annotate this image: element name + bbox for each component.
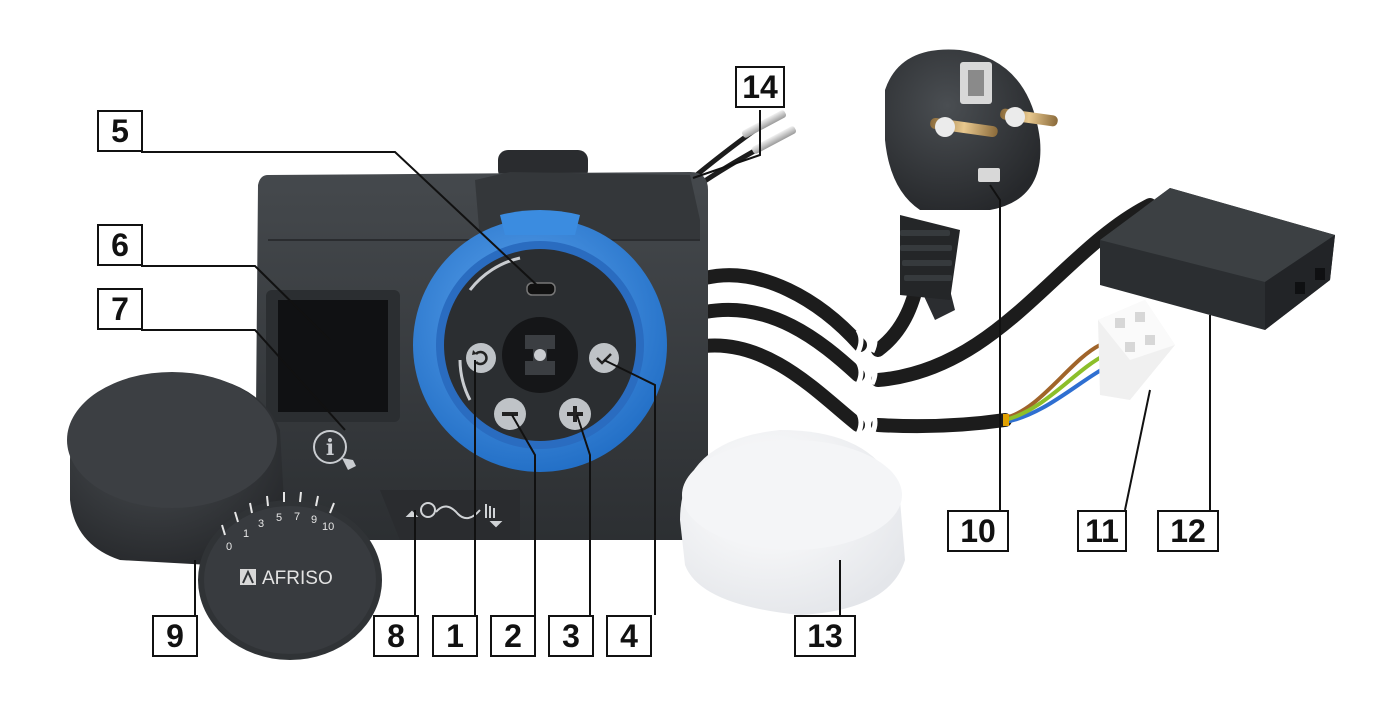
- svg-text:AFRISO: AFRISO: [262, 568, 333, 589]
- cable-mains-continued: [871, 413, 1012, 434]
- callout-14: 14: [735, 66, 785, 108]
- svg-text:0: 0: [226, 541, 232, 553]
- svg-text:10: 10: [322, 521, 334, 533]
- sensor-junction-box: [1100, 188, 1335, 330]
- svg-text:1: 1: [243, 528, 249, 540]
- svg-text:i: i: [326, 435, 334, 461]
- leader-lines: [141, 110, 1211, 615]
- callout-4: 4: [606, 615, 652, 657]
- cable-break-marks: [855, 328, 878, 436]
- control-ring: [413, 210, 667, 472]
- svg-text:3: 3: [258, 518, 264, 530]
- cable-mains: [698, 338, 865, 432]
- info-touch-icon: i: [313, 430, 356, 470]
- callout-1: 1: [432, 615, 478, 657]
- temperature-sensors: [741, 110, 797, 154]
- svg-text:5: 5: [276, 512, 282, 524]
- power-plug: [885, 49, 1058, 320]
- callout-8: 8: [373, 615, 419, 657]
- back-icon[interactable]: [466, 343, 496, 373]
- dial-scale: [221, 491, 335, 536]
- callout-13: 13: [794, 615, 856, 657]
- callout-11: 11: [1077, 510, 1127, 552]
- callout-2: 2: [490, 615, 536, 657]
- cable-sensor-box-continued: [871, 198, 1157, 387]
- callout-10: 10: [947, 510, 1009, 552]
- confirm-icon[interactable]: [589, 343, 619, 373]
- display-screen: [278, 300, 388, 412]
- cable-sensor-box: [698, 302, 865, 382]
- minus-icon[interactable]: [494, 398, 526, 430]
- auto-manual-mode-icon: [405, 502, 503, 528]
- callout-3: 3: [548, 615, 594, 657]
- callout-5: 5: [97, 110, 143, 152]
- cable-power: [698, 268, 867, 352]
- callout-12: 12: [1157, 510, 1219, 552]
- white-cover-cap: [680, 430, 905, 615]
- svg-text:9: 9: [311, 514, 317, 526]
- control-buttons: [466, 343, 619, 430]
- usb-port-icon: [526, 282, 556, 296]
- callout-9: 9: [152, 615, 198, 657]
- callout-6: 6: [97, 224, 143, 266]
- svg-text:7: 7: [294, 511, 300, 523]
- dial-scale-labels: 0 1 3 5 7 9 10: [226, 511, 334, 553]
- callout-7: 7: [97, 288, 143, 330]
- cables: [685, 127, 1157, 434]
- dial-cap: 0 1 3 5 7 9 10 AFRISO: [67, 372, 382, 660]
- afriso-logo: AFRISO: [240, 568, 333, 589]
- plus-icon[interactable]: [559, 398, 591, 430]
- terminal-block: [1003, 300, 1175, 426]
